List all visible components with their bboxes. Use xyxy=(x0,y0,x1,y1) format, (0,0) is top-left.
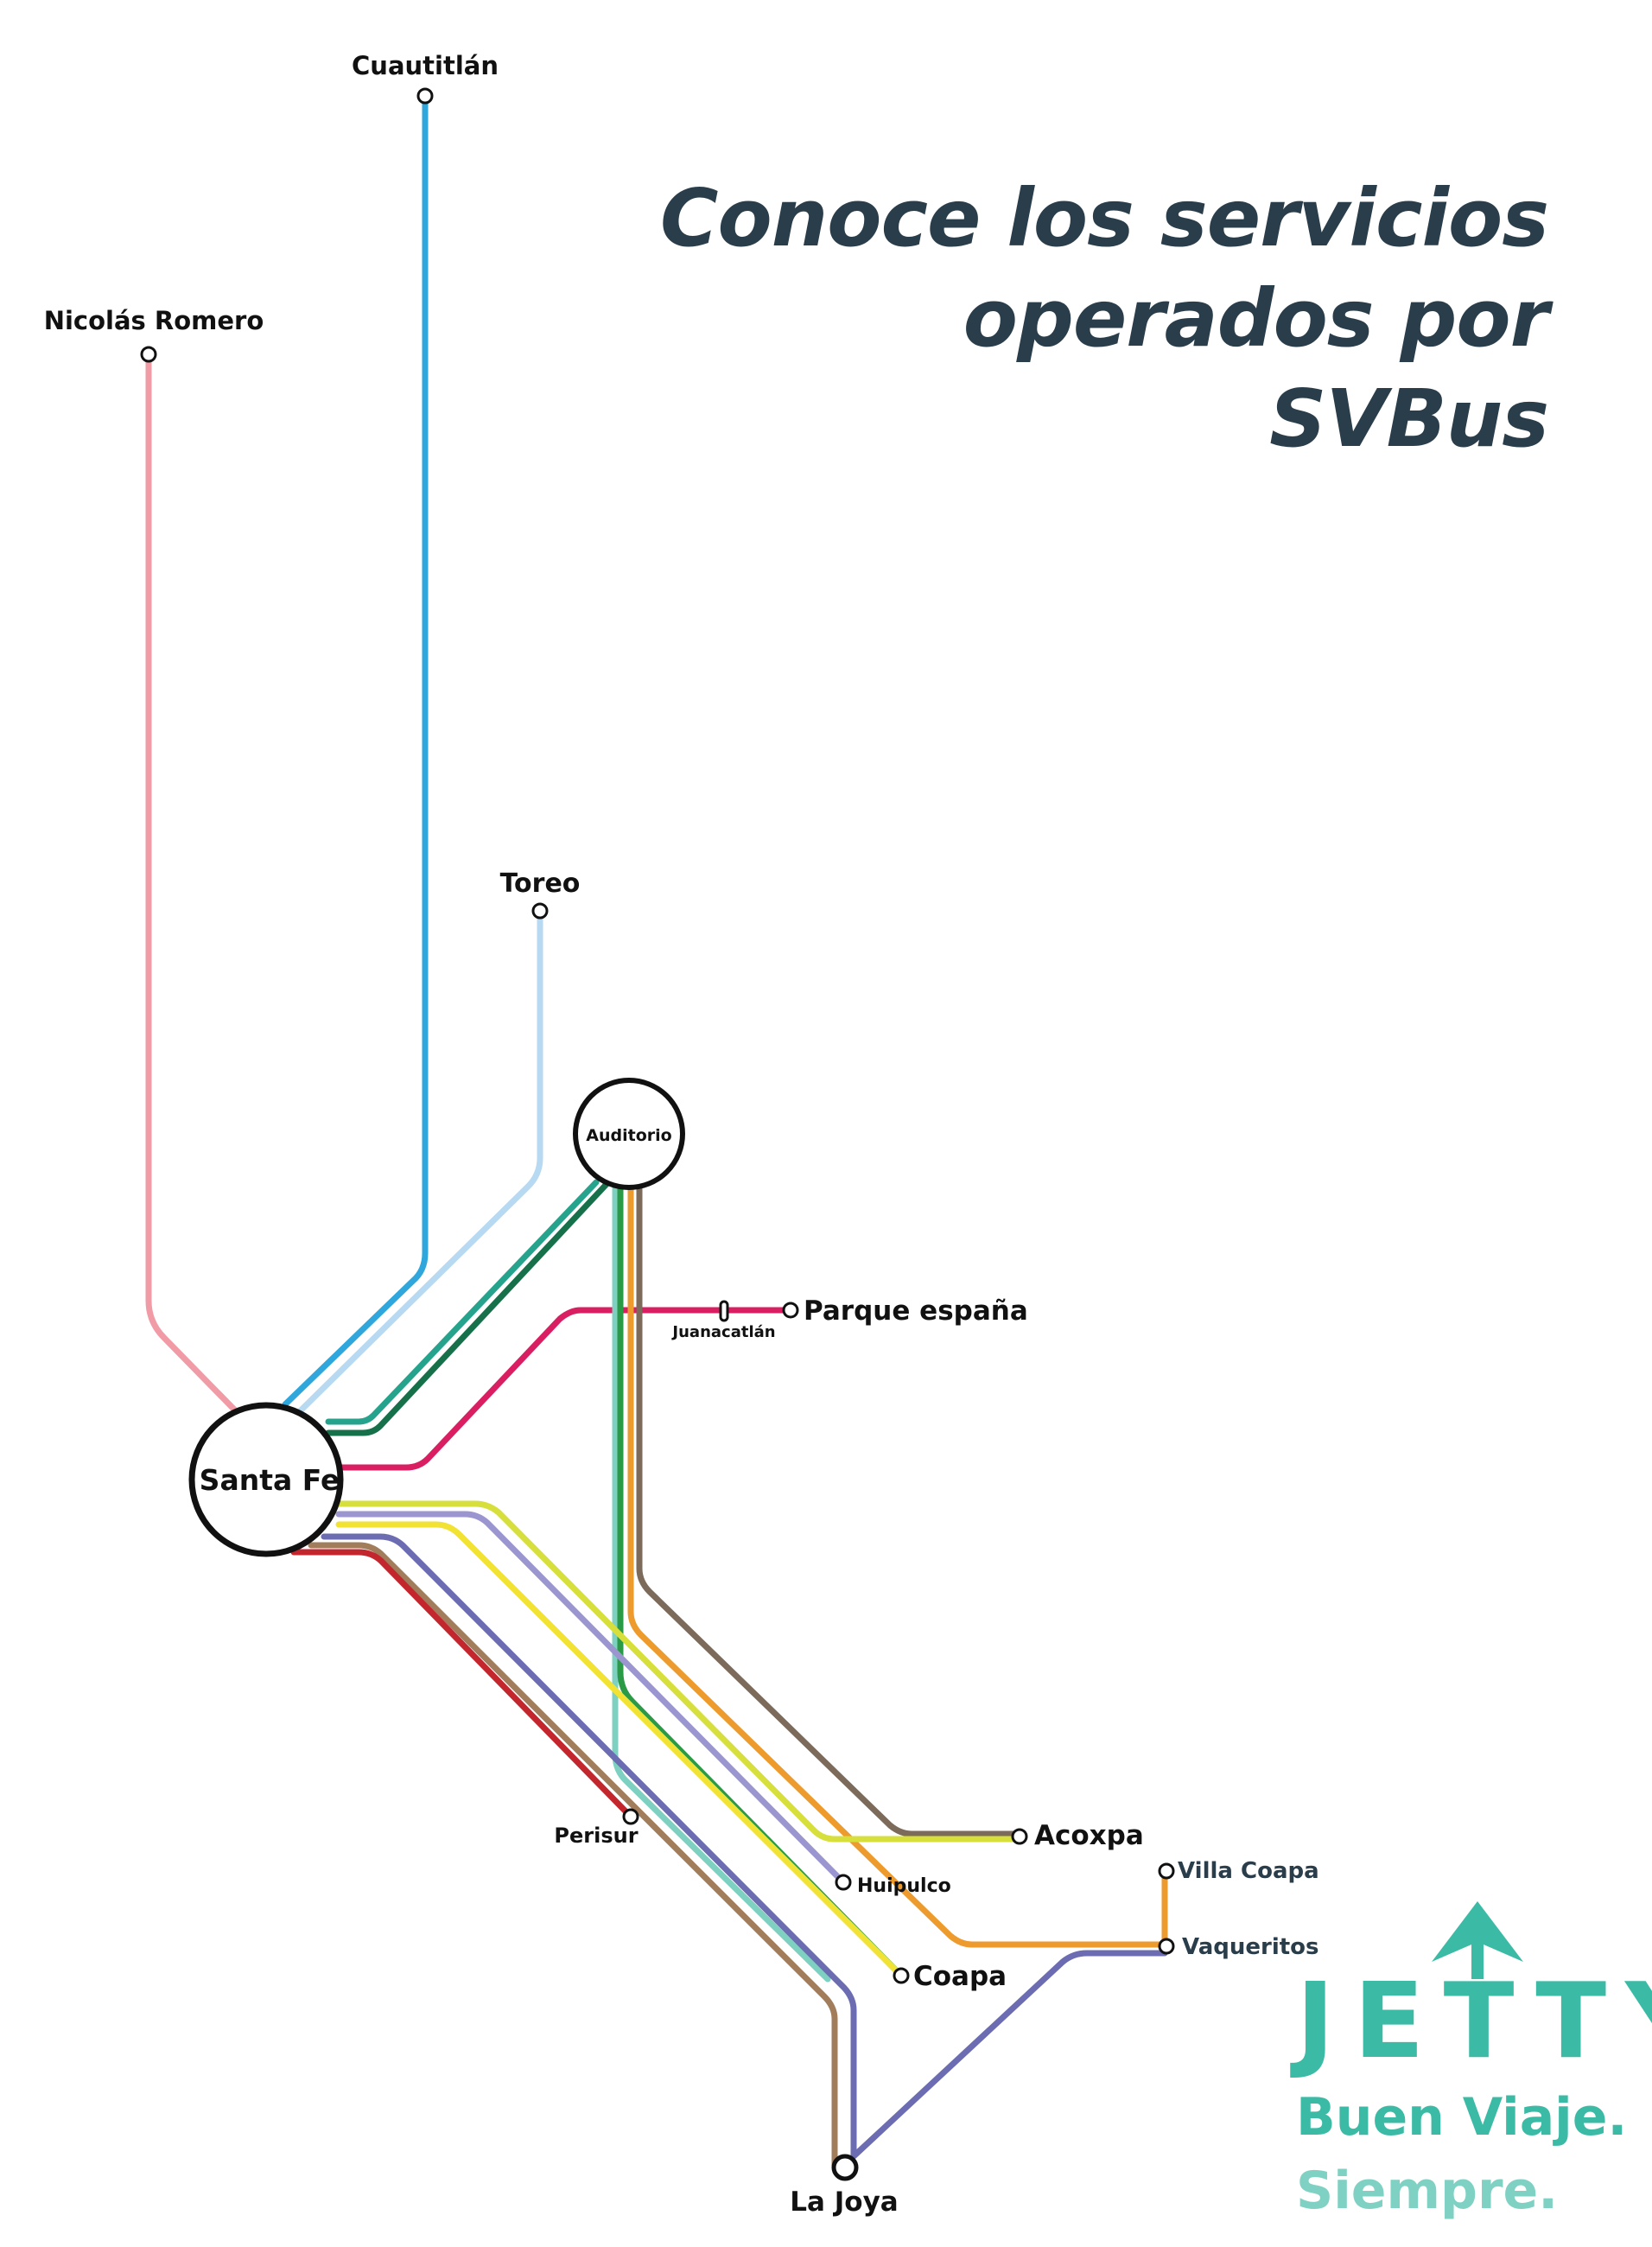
route-perisur xyxy=(290,1549,634,1820)
route-toreo xyxy=(295,907,543,1416)
label-juanacatlan: Juanacatlán xyxy=(670,1323,775,1341)
route-auditorio-dark-green xyxy=(325,1179,612,1436)
stop-parque-espana[interactable] xyxy=(782,1302,799,1319)
headline-line-3: SVBus xyxy=(1269,372,1549,465)
stop-huipulco[interactable] xyxy=(835,1874,852,1891)
label-nicolas-romero: Nicolás Romero xyxy=(44,306,264,335)
route-cuautitlan xyxy=(282,92,429,1408)
label-huipulco: Huipulco xyxy=(857,1875,951,1897)
route-auditorio-teal xyxy=(325,1179,600,1425)
stop-juanacatlan[interactable] xyxy=(719,1300,729,1322)
stop-nicolas-romero[interactable] xyxy=(140,346,157,363)
route-auditorio-orange xyxy=(627,1182,1168,1948)
route-huipulco xyxy=(335,1511,847,1886)
route-la-joya-purple xyxy=(321,1533,1168,2160)
auditorio-hub[interactable] xyxy=(573,1078,685,1190)
route-nicolas-romero xyxy=(145,351,245,1421)
stop-acoxpa[interactable] xyxy=(1011,1828,1028,1845)
stop-la-joya[interactable] xyxy=(831,2154,859,2181)
route-coapa xyxy=(335,1521,902,1976)
label-villa-coapa: Villa Coapa xyxy=(1178,1858,1319,1884)
label-coapa: Coapa xyxy=(913,1961,1007,1992)
label-auditorio: Auditorio xyxy=(586,1126,671,1145)
santa-fe-hub[interactable] xyxy=(188,1402,344,1557)
label-parque-espana: Parque españa xyxy=(804,1295,1028,1327)
stop-villa-coapa[interactable] xyxy=(1158,1862,1175,1880)
label-toreo: Toreo xyxy=(500,869,581,899)
stop-vaqueritos[interactable] xyxy=(1158,1938,1175,1955)
label-cuautitlan: Cuautitlán xyxy=(352,51,499,80)
arrow-up-icon xyxy=(1432,1901,1523,1979)
jetty-wordmark: JETTY xyxy=(1296,1962,1652,2082)
tagline-buen-viaje: Buen Viaje. xyxy=(1296,2087,1628,2148)
route-acoxpa xyxy=(335,1500,1023,1843)
tagline-siempre: Siempre. xyxy=(1296,2161,1559,2221)
label-acoxpa: Acoxpa xyxy=(1034,1820,1144,1851)
headline-line-2: operados por xyxy=(963,272,1549,365)
label-perisur: Perisur xyxy=(554,1824,638,1848)
label-la-joya: La Joya xyxy=(790,2187,898,2218)
stop-toreo[interactable] xyxy=(531,902,549,920)
stop-perisur[interactable] xyxy=(622,1808,639,1825)
headline: Conoce los servicios operados por SVBus xyxy=(511,169,1549,469)
route-parque-espana xyxy=(335,1307,794,1471)
route-auditorio-green xyxy=(617,1182,902,1976)
stop-cuautitlan[interactable] xyxy=(416,87,434,105)
route-la-joya-brown xyxy=(308,1542,838,2168)
headline-line-1: Conoce los servicios xyxy=(660,172,1549,264)
stop-coapa[interactable] xyxy=(893,1967,910,1984)
label-vaqueritos: Vaqueritos xyxy=(1182,1934,1319,1960)
route-auditorio-taupe xyxy=(636,1182,1023,1837)
label-santa-fe: Santa Fe xyxy=(200,1463,340,1497)
